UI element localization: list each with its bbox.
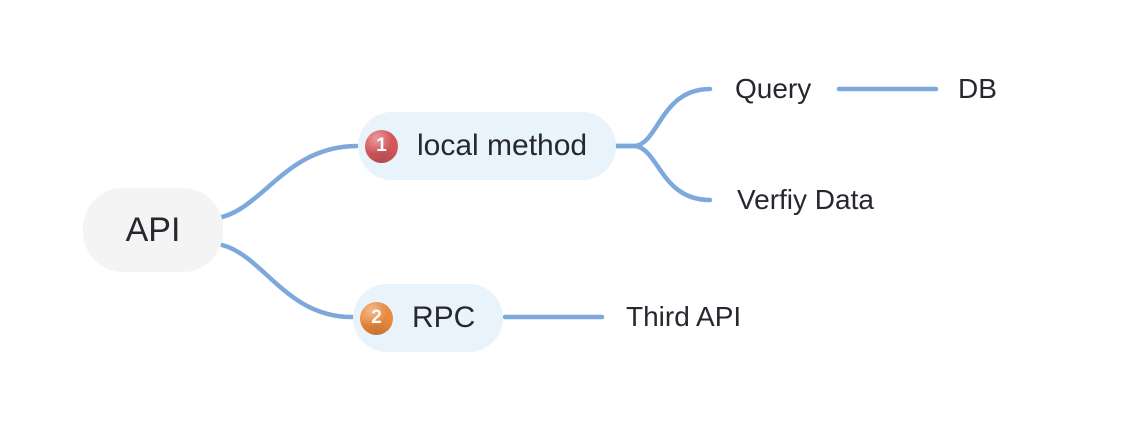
priority-1-badge-icon: 1 — [365, 129, 398, 163]
node-rpc-label: RPC — [412, 301, 476, 334]
priority-2-badge-number: 2 — [371, 307, 382, 328]
node-local-method-label: local method — [417, 129, 588, 162]
priority-1-badge-number: 1 — [376, 135, 387, 156]
priority-2-badge-icon: 2 — [360, 301, 393, 335]
connector-local-method-to-verfiy-data — [613, 143, 713, 203]
node-api-label: API — [125, 210, 181, 249]
node-db[interactable]: DB — [958, 73, 997, 104]
node-api[interactable]: API — [83, 188, 223, 272]
node-third-api[interactable]: Third API — [626, 301, 742, 332]
connector-api-to-rpc — [219, 242, 355, 320]
connector-api-to-local-method — [219, 143, 360, 220]
node-verfiy-data[interactable]: Verfiy Data — [737, 184, 874, 215]
node-query[interactable]: Query — [735, 73, 812, 104]
node-local-method[interactable]: 1 local method — [358, 112, 616, 180]
node-rpc[interactable]: 2 RPC — [353, 284, 503, 352]
connector-local-method-to-query — [613, 86, 713, 149]
